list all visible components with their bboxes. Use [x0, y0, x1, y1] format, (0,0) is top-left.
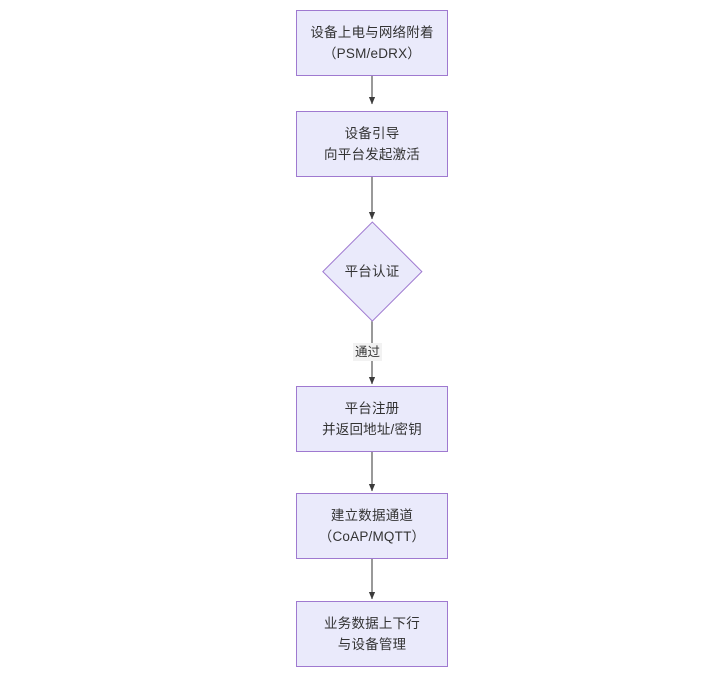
node-device-power-on[interactable]: 设备上电与网络附着 （PSM/eDRX）	[296, 10, 448, 76]
node-business-data-and-device-management[interactable]: 业务数据上下行 与设备管理	[296, 601, 448, 667]
node-establish-data-channel[interactable]: 建立数据通道 （CoAP/MQTT）	[296, 493, 448, 559]
node-device-bootstrap[interactable]: 设备引导 向平台发起激活	[296, 111, 448, 177]
edge-label-pass: 通过	[353, 343, 383, 361]
node-platform-authentication[interactable]: 平台认证	[322, 221, 422, 321]
diamond-label: 平台认证	[344, 263, 400, 279]
node-platform-registration[interactable]: 平台注册 并返回地址/密钥	[296, 386, 448, 452]
